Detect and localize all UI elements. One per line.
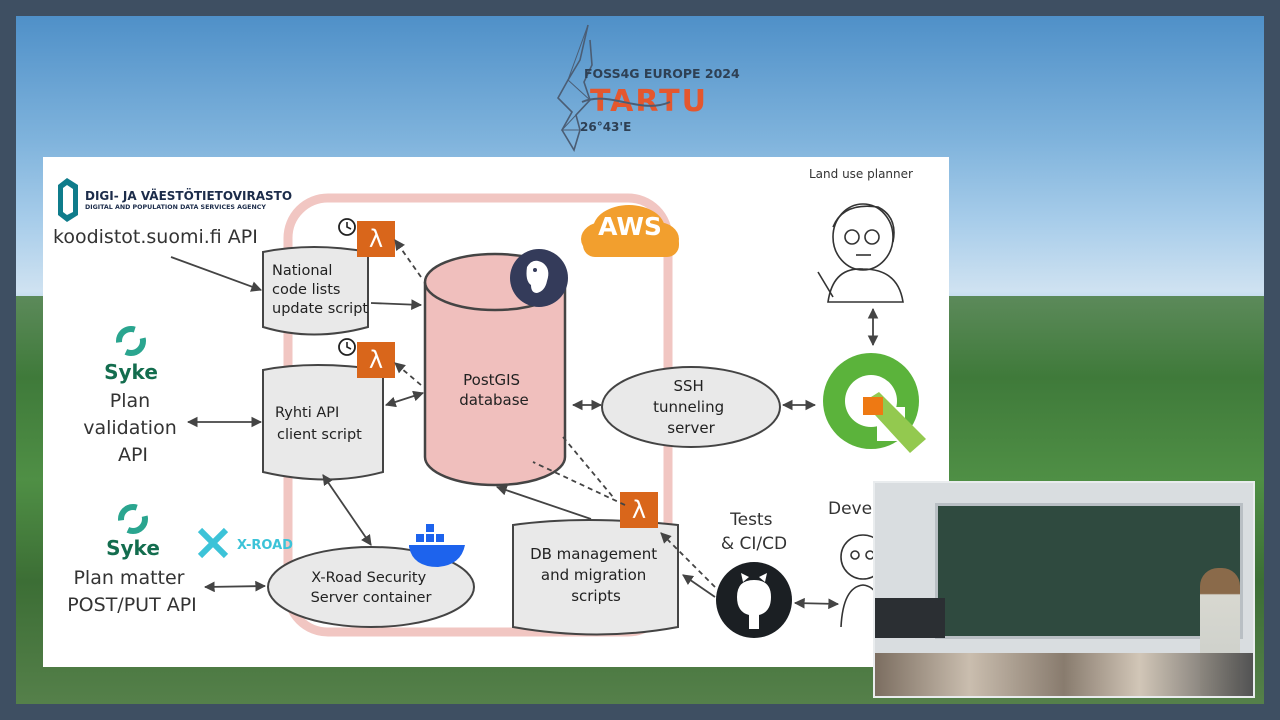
clock-icon	[338, 218, 356, 236]
ryhti-script-doc	[262, 364, 384, 481]
syke-logo: Syke	[106, 504, 160, 560]
aws-cloud-icon: AWS	[581, 205, 679, 257]
speaker-camera-feed	[873, 481, 1255, 698]
svg-text:λ: λ	[369, 346, 383, 374]
postgresql-elephant-icon	[510, 249, 568, 307]
land-use-planner-label: Land use planner	[809, 167, 913, 181]
svg-text:λ: λ	[369, 225, 383, 253]
xroad-x-icon	[197, 527, 229, 559]
developer-label: Deve	[828, 499, 872, 519]
tests-label: Tests & CI/CD	[721, 510, 787, 554]
xroad-container-label: X-Road Security Server container	[311, 570, 432, 606]
docker-whale-icon	[409, 524, 465, 567]
foss4g-logo: FOSS4G EUROPE 2024 TARTU 26°43'E	[557, 24, 740, 152]
monitor	[875, 598, 945, 638]
lambda-icon: λ	[357, 221, 395, 257]
architecture-diagram: AWS DIGI- JA VÄESTÖTIETOVIRASTO DIGITAL …	[53, 167, 926, 638]
event-name: FOSS4G EUROPE 2024	[584, 66, 740, 81]
audience-heads	[875, 653, 1253, 696]
clock-icon	[338, 338, 356, 356]
syke-label: Syke	[106, 536, 160, 560]
network-lines-icon	[560, 24, 591, 151]
xroad-label: X-ROAD	[237, 538, 293, 553]
national-script-label: National code lists update script	[272, 263, 368, 317]
agency-name-en: DIGITAL AND POPULATION DATA SERVICES AGE…	[85, 204, 266, 211]
chalkboard	[935, 503, 1243, 639]
postgis-database: PostGIS database	[423, 252, 567, 487]
plan-matter-label: Plan matter POST/PUT API	[67, 567, 197, 616]
ssh-label: SSH tunneling server	[653, 377, 729, 437]
syke-logo: Syke	[104, 326, 158, 384]
ryhti-script-label: Ryhti API client script	[275, 405, 362, 443]
xroad-logo: X-ROAD	[197, 527, 293, 559]
event-coords: 26°43'E	[580, 120, 631, 134]
dvv-logo: DIGI- JA VÄESTÖTIETOVIRASTO DIGITAL AND …	[58, 178, 292, 222]
national-script-doc	[262, 246, 369, 336]
aws-label: AWS	[598, 212, 662, 241]
diagram-arrows	[170, 239, 879, 610]
lambda-icon: λ	[357, 342, 395, 378]
syke-label: Syke	[104, 360, 158, 384]
db-mgmt-doc	[512, 519, 679, 636]
planner-sketch-icon	[817, 203, 904, 303]
event-city: TARTU	[590, 84, 708, 119]
xroad-container	[267, 546, 475, 628]
qgis-icon	[823, 353, 926, 453]
db-mgmt-label: DB management and migration scripts	[530, 545, 662, 605]
lambda-icon: λ	[620, 492, 658, 528]
svg-text:λ: λ	[632, 496, 646, 524]
river-wave-icon	[581, 97, 671, 107]
plan-validation-label: Plan validation API	[83, 390, 183, 466]
postgis-label: PostGIS database	[459, 371, 529, 409]
github-icon	[716, 562, 792, 638]
agency-name-fi: DIGI- JA VÄESTÖTIETOVIRASTO	[85, 188, 292, 203]
presentation-slide: AWS DIGI- JA VÄESTÖTIETOVIRASTO DIGITAL …	[43, 157, 949, 667]
koodistot-label: koodistot.suomi.fi API	[53, 226, 258, 248]
